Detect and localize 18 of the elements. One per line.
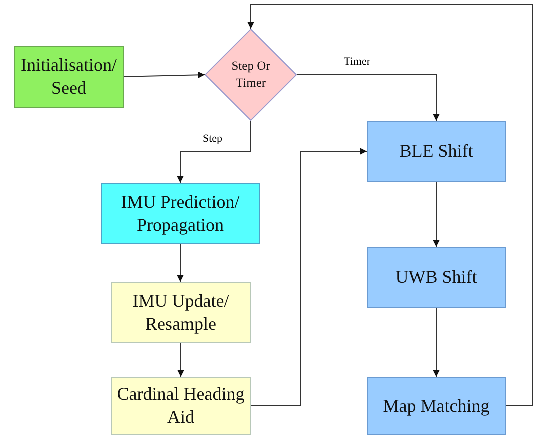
- process-box: Map Matching: [367, 377, 506, 435]
- start-box: Initialisation/ Seed: [14, 46, 124, 108]
- arrow: [296, 74, 440, 122]
- arrow: [177, 244, 184, 282]
- decision-diamond: Step Or Timer: [205, 29, 297, 121]
- process-box: Cardinal Heading Aid: [111, 377, 251, 435]
- arrow: [433, 182, 440, 248]
- process-box: IMU Update/ Resample: [111, 282, 251, 343]
- arrow: [178, 342, 184, 378]
- arrow: [124, 72, 206, 79]
- edge-label: Step: [202, 133, 224, 146]
- arrow: [433, 308, 440, 378]
- process-box: UWB Shift: [367, 247, 506, 308]
- process-box: BLE Shift: [367, 121, 506, 182]
- arrow: [177, 120, 252, 184]
- arrow: [248, 4, 534, 406]
- arrow: [250, 148, 368, 406]
- process-box: IMU Prediction/ Propagation: [101, 183, 260, 244]
